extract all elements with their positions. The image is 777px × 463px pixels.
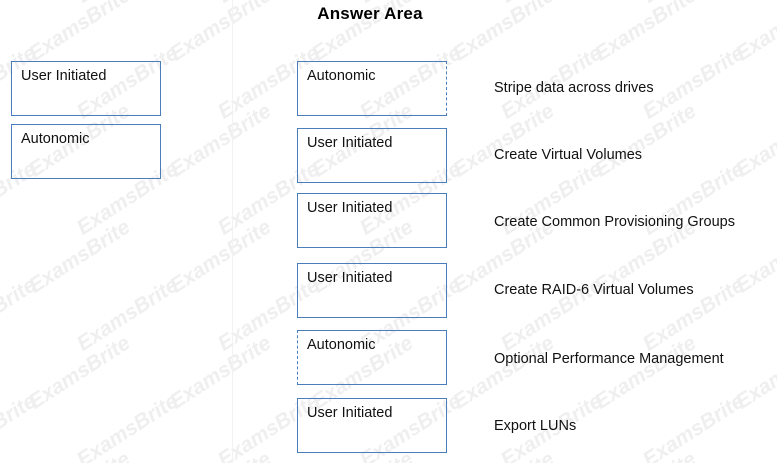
task-label: Create Common Provisioning Groups (494, 214, 735, 230)
answer-drop-box[interactable]: User Initiated (297, 193, 447, 248)
answer-drop-label: User Initiated (307, 405, 393, 421)
answer-drop-label: User Initiated (307, 200, 393, 216)
task-label: Create RAID-6 Virtual Volumes (494, 282, 694, 298)
answer-drop-label: User Initiated (307, 270, 393, 286)
page-title: Answer Area (317, 4, 423, 23)
source-option-label: User Initiated (21, 68, 107, 84)
answer-drop-label: Autonomic (307, 68, 376, 84)
answer-drop-label: User Initiated (307, 135, 393, 151)
source-option-box[interactable]: User Initiated (11, 61, 161, 116)
answer-drop-box[interactable]: User Initiated (297, 128, 447, 183)
vertical-divider (232, 0, 233, 463)
answer-drop-label: Autonomic (307, 337, 376, 353)
answer-drop-box[interactable]: User Initiated (297, 263, 447, 318)
source-option-label: Autonomic (21, 131, 90, 147)
answer-drop-box[interactable]: Autonomic (297, 61, 447, 116)
task-label: Stripe data across drives (494, 80, 654, 96)
task-label: Export LUNs (494, 418, 577, 434)
answer-drop-box[interactable]: User Initiated (297, 398, 447, 453)
task-label: Create Virtual Volumes (494, 147, 643, 163)
source-option-box[interactable]: Autonomic (11, 124, 161, 179)
answer-drop-box[interactable]: Autonomic (297, 330, 447, 385)
task-label: Optional Performance Management (494, 351, 724, 367)
